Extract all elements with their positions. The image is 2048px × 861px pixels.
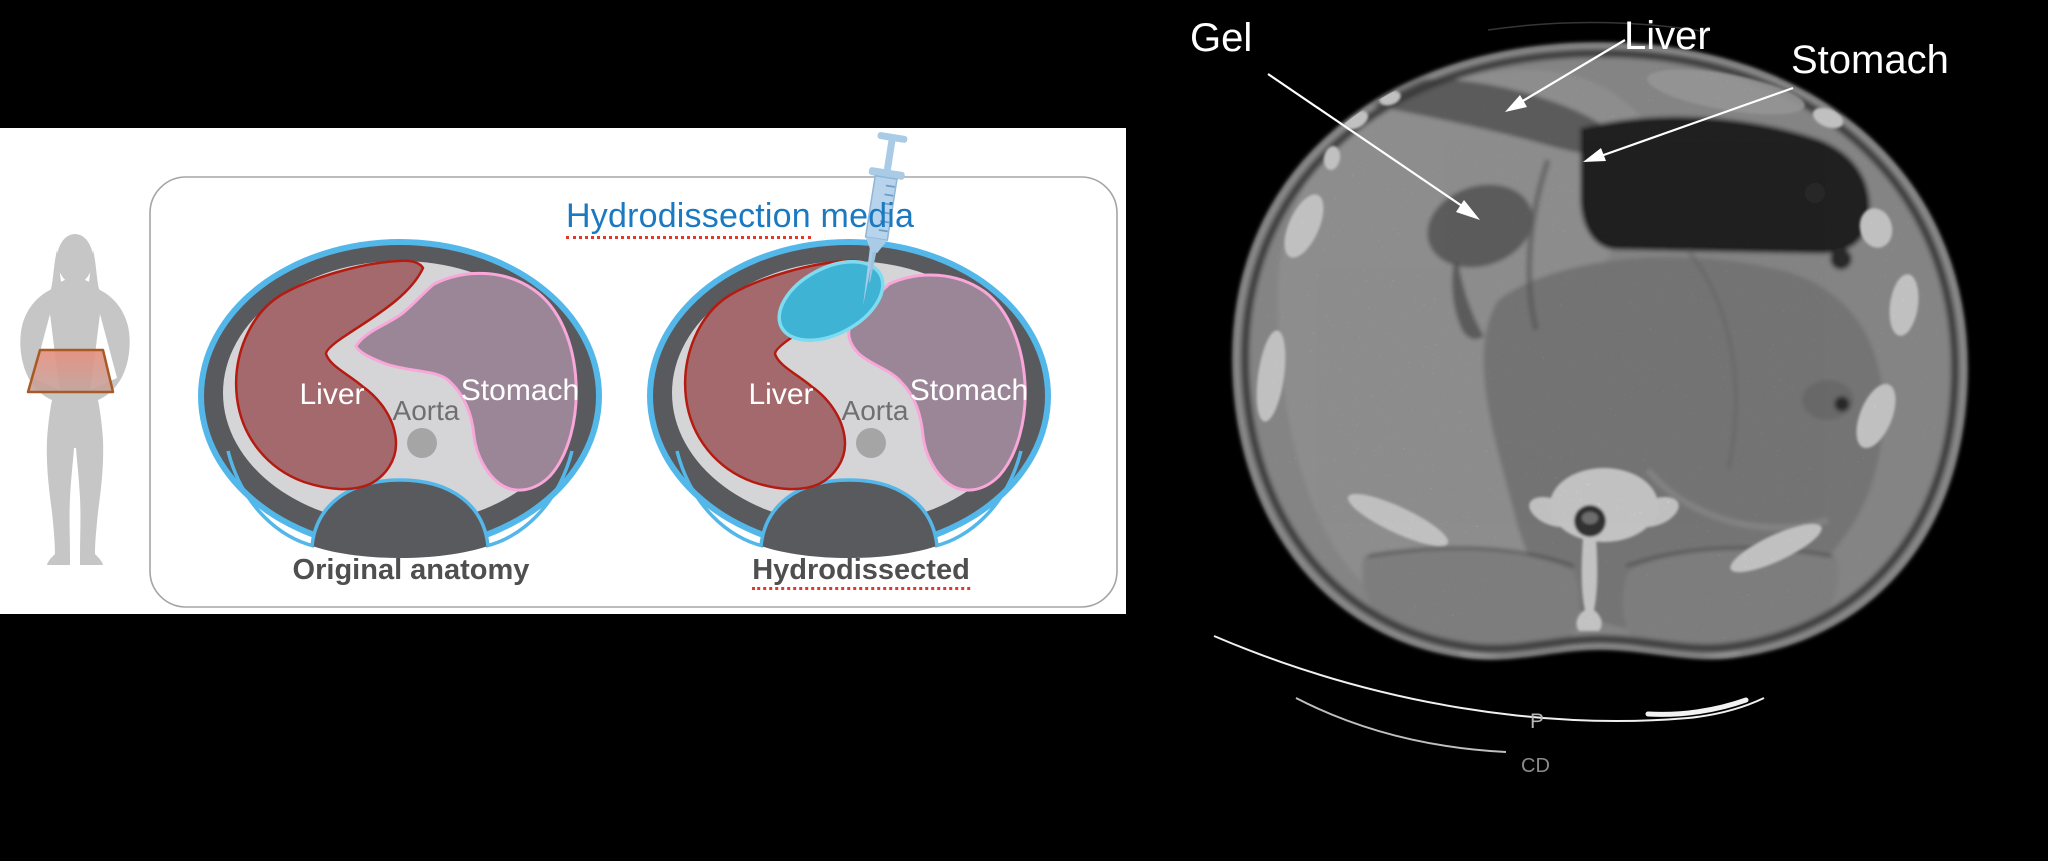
liver-shape (683, 259, 874, 491)
cross-section-hydrodissected: Liver Stomach Aorta (647, 221, 1051, 558)
cross-section-original: Liver Stomach Aorta (198, 239, 602, 558)
caption-original-anatomy: Original anatomy (292, 554, 530, 586)
liver-arrowhead (1505, 95, 1527, 112)
gel-pocket (777, 260, 885, 342)
aorta-circle (407, 428, 437, 458)
aorta-circle (856, 428, 886, 458)
gel-arrow (1267, 73, 1463, 207)
spine-hump (312, 480, 488, 558)
ct-stomach-label: Stomach (1791, 38, 1949, 82)
stomach-arrow (1597, 86, 1794, 159)
hydrodissection-word: Hydrodissection (566, 197, 811, 239)
gel-arrowhead (1456, 200, 1480, 220)
ct-gel-label: Gel (1190, 16, 1253, 60)
liver-label: Liver (299, 378, 364, 411)
stomach-shape (354, 271, 578, 492)
hydrodissection-media-label: Hydrodissection media (566, 197, 915, 239)
liver-label: Liver (748, 378, 813, 411)
liver-shape (234, 259, 425, 491)
ct-image: P CD (1128, 0, 2048, 861)
syringe-icon (864, 132, 908, 283)
scan-region-highlight (26, 348, 115, 394)
aorta-label: Aorta (393, 395, 460, 426)
stomach-arrowhead (1583, 148, 1606, 162)
media-word: media (820, 197, 915, 235)
ct-table-artifacts (1213, 635, 1765, 753)
ct-canvas: P CD (1213, 21, 1968, 777)
liver-arrow (1515, 39, 1626, 106)
spine-hump (761, 480, 937, 558)
diagram-panel: Liver Stomach Aorta Liver Stomach (0, 128, 1126, 614)
diagram-border (149, 176, 1118, 608)
orientation-marker-posterior: P (1530, 710, 1544, 733)
annotation-arrows (1267, 39, 1794, 207)
ct-liver-label: Liver (1624, 14, 1711, 58)
aorta-label: Aorta (842, 395, 909, 426)
caption-hydrodissected: Hydrodissected (752, 554, 970, 590)
diagram-canvas: Liver Stomach Aorta Liver Stomach (20, 132, 1118, 608)
stomach-shape (847, 273, 1027, 492)
orientation-marker-lower: CD (1521, 755, 1550, 777)
ct-top-artifact (1487, 21, 1709, 33)
stomach-label: Stomach (910, 374, 1028, 407)
stomach-label: Stomach (461, 374, 579, 407)
human-silhouette-icon (20, 234, 130, 565)
